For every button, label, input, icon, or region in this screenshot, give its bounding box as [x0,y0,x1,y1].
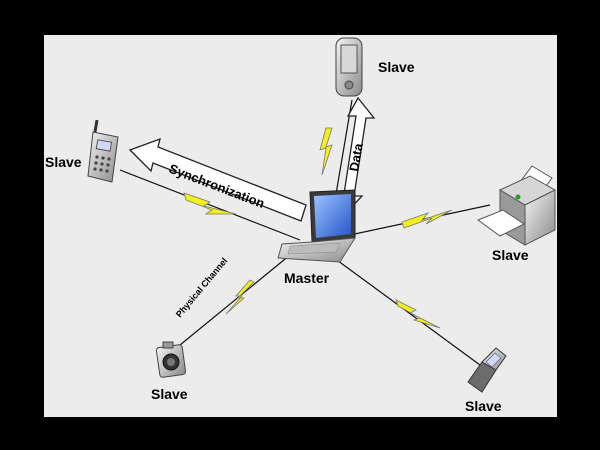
slave-label-phone: Slave [45,154,82,170]
slave-label-pda: Slave [378,59,415,75]
synchronization-arrow [128,137,307,222]
link-line-phone [119,169,301,241]
lightning-bolt-printer [401,209,453,229]
laptop-icon [277,189,356,263]
lightning-bolt-phone [183,192,237,215]
slave-label-printer: Slave [492,247,529,263]
slave-label-camera: Slave [151,386,188,402]
lightning-bolt-pda [319,127,333,176]
diagram-canvas [44,35,557,417]
lightning-bolt-camera [225,279,255,315]
master-label: Master [284,270,330,286]
flip-phone-icon [467,347,507,393]
pda-icon [335,37,363,97]
camera-icon [155,341,187,378]
lightning-bolt-cellphone [395,299,441,329]
printer-icon [476,165,557,246]
link-line-camera [179,254,291,346]
link-line-pda [334,99,353,201]
slave-label-cellphone: Slave [465,398,502,414]
cordless-phone-icon [87,119,119,183]
data-label: Data [346,141,366,172]
